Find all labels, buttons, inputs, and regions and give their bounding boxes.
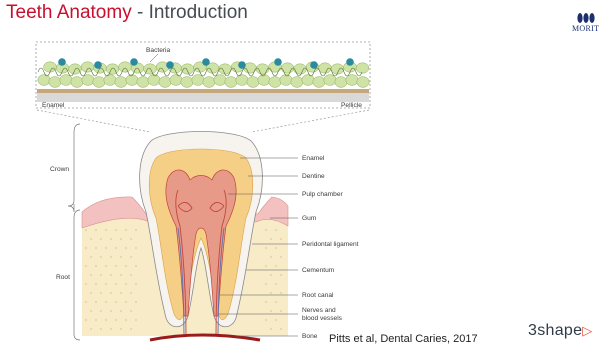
bacterium bbox=[192, 75, 204, 86]
bacterium-teal bbox=[310, 61, 318, 69]
inset-pellicle-label: Pellicle bbox=[341, 102, 362, 109]
3shape-wordmark: 3shape bbox=[528, 322, 582, 339]
bacterium bbox=[159, 77, 171, 88]
bacterium bbox=[281, 63, 294, 73]
bacterium bbox=[313, 77, 325, 88]
bacterium bbox=[82, 75, 94, 86]
bacterium bbox=[106, 64, 119, 74]
bacterium bbox=[280, 75, 292, 86]
bacterium-teal bbox=[238, 61, 246, 69]
root-bracket-label: Root bbox=[56, 274, 70, 281]
bacterium bbox=[324, 75, 336, 86]
bacterium bbox=[69, 64, 82, 74]
bacterium bbox=[291, 77, 303, 88]
bacterium-teal bbox=[274, 58, 282, 66]
bacterium bbox=[60, 75, 72, 86]
bacterium bbox=[71, 77, 83, 88]
bacterium bbox=[214, 75, 226, 86]
bacterium bbox=[44, 62, 57, 72]
bacterium-teal bbox=[346, 58, 354, 66]
bacterium bbox=[356, 63, 369, 73]
bacterium bbox=[38, 75, 50, 86]
bacteria-layer bbox=[38, 58, 369, 87]
bacterium-teal bbox=[166, 61, 174, 69]
label-bone: Bone bbox=[302, 333, 318, 340]
label-nerves-line2: blood vessels bbox=[302, 315, 343, 322]
bacterium bbox=[269, 77, 281, 88]
inset-box bbox=[36, 42, 370, 108]
bacterium-teal bbox=[130, 58, 138, 66]
bacterium-teal bbox=[202, 58, 210, 66]
bacterium bbox=[104, 75, 116, 86]
bacterium bbox=[93, 77, 105, 88]
bacterium bbox=[126, 75, 138, 86]
bacteria-label: Bacteria bbox=[146, 47, 171, 54]
citation: Pitts et al, Dental Caries, 2017 bbox=[329, 333, 478, 345]
bacterium-teal bbox=[94, 61, 102, 69]
label-periodontal-ligament: Peridontal ligament bbox=[302, 241, 359, 248]
label-root-canal: Root canal bbox=[302, 292, 334, 299]
bacterium bbox=[346, 75, 358, 86]
crown-bracket-label: Crown bbox=[50, 166, 69, 173]
bacterium bbox=[294, 64, 307, 74]
label-nerves-line1: Nerves and bbox=[302, 307, 336, 314]
label-cementum: Cementum bbox=[302, 267, 335, 274]
bacterium bbox=[137, 77, 149, 88]
bacterium bbox=[115, 77, 127, 88]
inset-enamel-label: Enamel bbox=[42, 102, 65, 109]
label-gum: Gum bbox=[302, 215, 317, 222]
bacterium bbox=[49, 77, 61, 88]
bacterium bbox=[236, 75, 248, 86]
bacterium bbox=[247, 77, 259, 88]
label-pulp-chamber: Pulp chamber bbox=[302, 191, 343, 198]
bacterium bbox=[258, 75, 270, 86]
label-enamel: Enamel bbox=[302, 155, 325, 162]
bacterium bbox=[181, 64, 194, 74]
bacterium bbox=[225, 77, 237, 88]
bacterium bbox=[119, 62, 132, 72]
label-dentine: Dentine bbox=[302, 173, 325, 180]
bacterium bbox=[148, 75, 160, 86]
bacterium bbox=[170, 75, 182, 86]
bacterium bbox=[335, 77, 347, 88]
bacterium bbox=[357, 77, 369, 88]
3shape-logo: 3shape▷ bbox=[528, 322, 593, 340]
bacterium bbox=[302, 75, 314, 86]
bacterium bbox=[181, 77, 193, 88]
bacterium bbox=[256, 64, 269, 74]
bacterium bbox=[81, 62, 94, 72]
bacterium bbox=[203, 77, 215, 88]
bacterium-teal bbox=[58, 58, 66, 66]
3shape-triangle-icon: ▷ bbox=[582, 323, 592, 338]
